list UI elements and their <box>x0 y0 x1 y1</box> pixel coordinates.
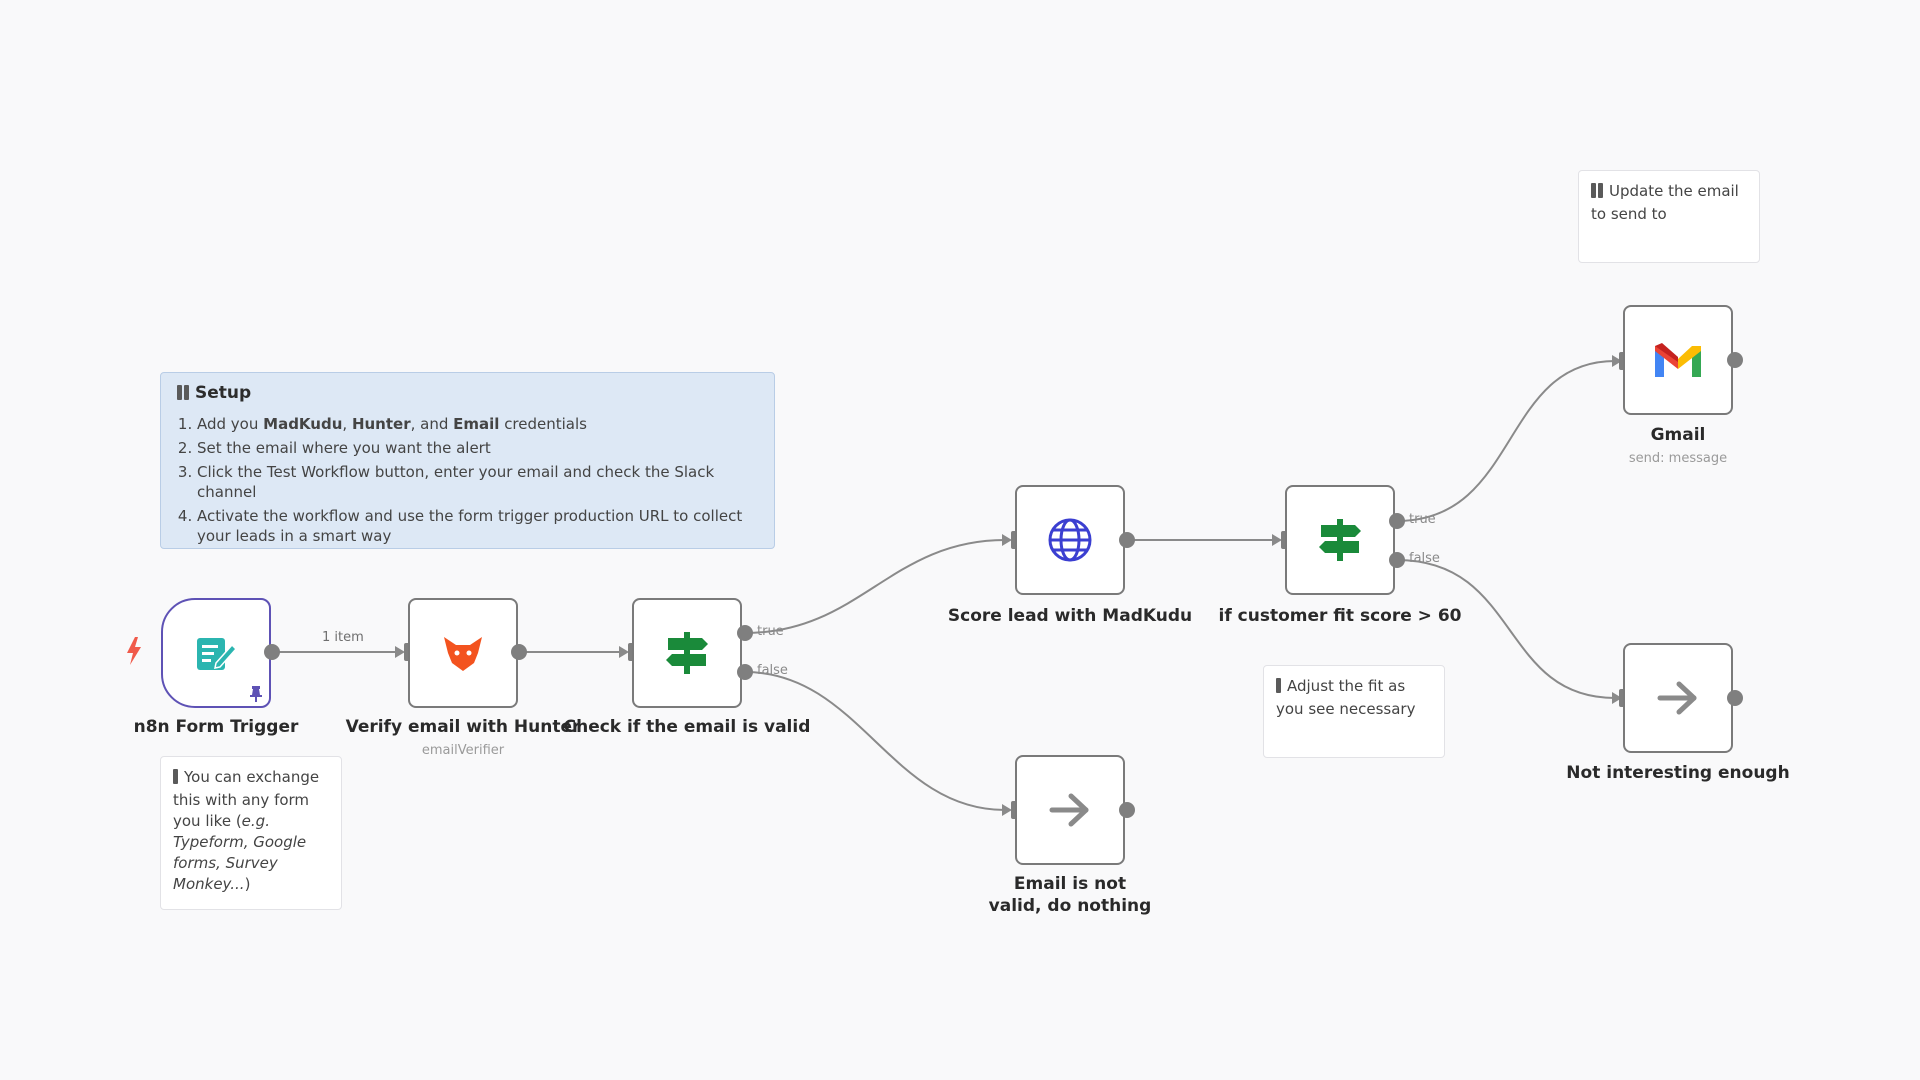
node-hunter-subtitle: emailVerifier <box>421 743 505 758</box>
node-form-trigger[interactable] <box>161 598 271 708</box>
setup-step-3: Click the Test Workflow button, enter yo… <box>197 462 758 502</box>
node-fit-score-label: if customer fit score > 60 <box>1218 606 1462 626</box>
node-fit-score[interactable] <box>1285 485 1395 595</box>
arrow-right-icon <box>1044 784 1096 836</box>
node-gmail-label: Gmail <box>1650 425 1706 445</box>
arrowhead-madkudu <box>1002 534 1012 546</box>
arrowhead-notvalid <box>1002 804 1012 816</box>
bars-icon <box>1591 183 1605 204</box>
check-email-false-handle[interactable] <box>737 664 753 680</box>
node-not-interesting[interactable] <box>1623 643 1733 753</box>
fit-score-false-label: false <box>1409 551 1440 566</box>
fit-score-false-handle[interactable] <box>1389 552 1405 568</box>
setup-step-4: Activate the workflow and use the form t… <box>197 506 758 546</box>
update-email-sticky-note[interactable]: Update the email to send to <box>1578 170 1760 263</box>
signpost-icon <box>661 627 713 679</box>
node-gmail-subtitle: send: message <box>1628 451 1728 466</box>
madkudu-output-handle[interactable] <box>1119 532 1135 548</box>
hunter-fox-icon <box>437 627 489 679</box>
gmail-icon <box>1652 334 1704 386</box>
node-not-valid[interactable] <box>1015 755 1125 865</box>
node-gmail[interactable] <box>1623 305 1733 415</box>
node-madkudu-label: Score lead with MadKudu <box>947 606 1193 626</box>
node-not-valid-label: Email is not valid, do nothing <box>988 874 1152 916</box>
pin-icon <box>250 686 262 702</box>
node-hunter-label: Verify email with Hunter <box>345 717 581 737</box>
arrowhead-check <box>619 646 629 658</box>
setup-sticky-note[interactable]: Setup Add you MadKudu, Hunter, and Email… <box>160 372 775 549</box>
node-not-interesting-label: Not interesting enough <box>1566 763 1790 783</box>
setup-step-1: Add you MadKudu, Hunter, and Email crede… <box>197 414 758 434</box>
check-email-true-label: true <box>757 624 784 639</box>
exchange-form-sticky-note[interactable]: You can exchange this with any form you … <box>160 756 342 910</box>
connection-fit-false-to-notinteresting[interactable] <box>1396 559 1616 699</box>
edge-item-count: 1 item <box>322 630 364 645</box>
node-hunter[interactable] <box>408 598 518 708</box>
check-email-true-handle[interactable] <box>737 625 753 641</box>
signpost-icon <box>1314 514 1366 566</box>
arrow-right-icon <box>1652 672 1704 724</box>
connection-fit-true-to-gmail[interactable] <box>1396 360 1616 522</box>
setup-title: Setup <box>177 383 758 406</box>
connection-check-true-to-madkudu[interactable] <box>744 539 1006 634</box>
globe-icon <box>1044 514 1096 566</box>
hunter-output-handle[interactable] <box>511 644 527 660</box>
node-check-email[interactable] <box>632 598 742 708</box>
not-interesting-output-handle[interactable] <box>1727 690 1743 706</box>
gmail-output-handle[interactable] <box>1727 352 1743 368</box>
connection-check-false-to-notvalid[interactable] <box>744 671 1006 811</box>
setup-steps: Add you MadKudu, Hunter, and Email crede… <box>177 414 758 546</box>
arrowhead-notinteresting <box>1612 692 1622 704</box>
arrowhead-fit <box>1272 534 1282 546</box>
form-edit-icon <box>190 627 242 679</box>
bars-icon <box>177 385 191 406</box>
arrowhead-hunter <box>395 646 405 658</box>
bar-icon <box>173 769 180 790</box>
node-form-trigger-label: n8n Form Trigger <box>133 717 299 737</box>
bar-icon <box>1276 678 1283 699</box>
node-check-email-label: Check if the email is valid <box>563 717 811 737</box>
check-email-false-label: false <box>757 663 788 678</box>
node-madkudu[interactable] <box>1015 485 1125 595</box>
setup-step-2: Set the email where you want the alert <box>197 438 758 458</box>
adjust-fit-sticky-note[interactable]: Adjust the fit as you see necessary <box>1263 665 1445 758</box>
form-trigger-output-handle[interactable] <box>264 644 280 660</box>
lightning-bolt-icon <box>127 637 141 665</box>
arrowhead-gmail <box>1612 355 1622 367</box>
not-valid-output-handle[interactable] <box>1119 802 1135 818</box>
fit-score-true-handle[interactable] <box>1389 513 1405 529</box>
fit-score-true-label: true <box>1409 512 1436 527</box>
